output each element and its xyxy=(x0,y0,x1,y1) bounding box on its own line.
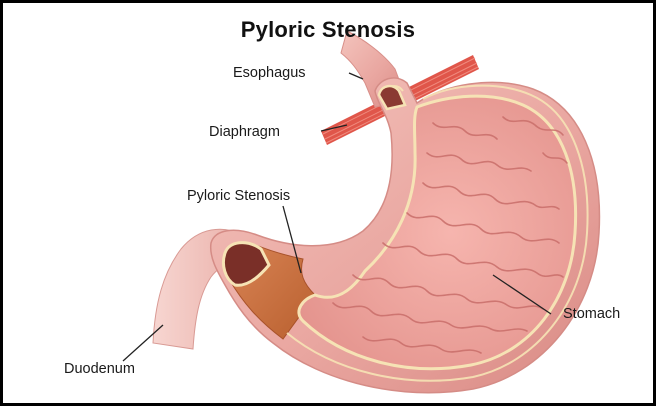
diagram-title: Pyloric Stenosis xyxy=(3,17,653,43)
stomach-illustration xyxy=(3,3,653,403)
label-esophagus: Esophagus xyxy=(233,65,306,81)
label-pyloric-stenosis: Pyloric Stenosis xyxy=(187,188,290,204)
label-duodenum: Duodenum xyxy=(64,361,135,377)
label-diaphragm: Diaphragm xyxy=(209,124,280,140)
label-stomach: Stomach xyxy=(563,306,620,322)
